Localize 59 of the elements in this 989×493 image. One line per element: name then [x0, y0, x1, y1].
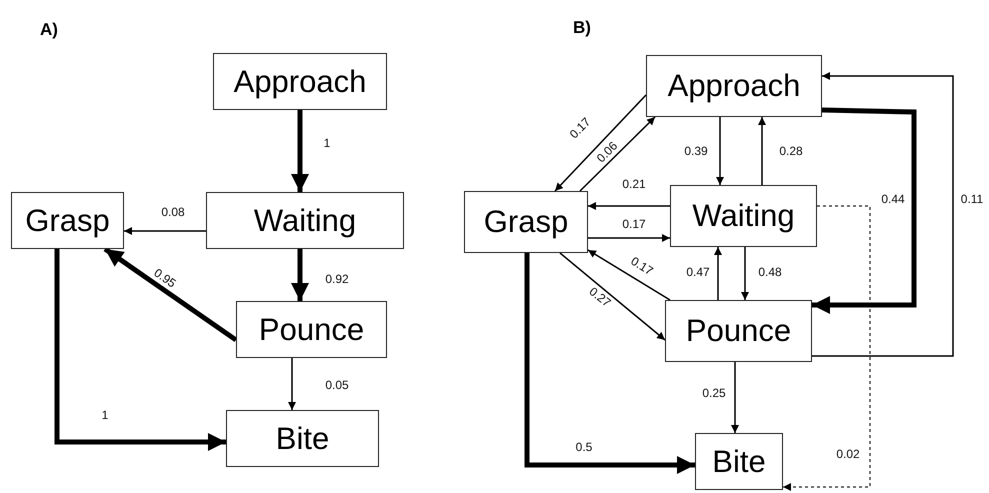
- arrow: [758, 117, 766, 185]
- arrow: [812, 108, 916, 314]
- edge-label: 1: [322, 136, 332, 150]
- arrow: [716, 117, 724, 185]
- arrow: [524, 253, 695, 474]
- state-box: [695, 433, 783, 490]
- arrow: [554, 94, 647, 192]
- state-label: Waiting: [254, 202, 356, 238]
- state-box: [646, 55, 822, 117]
- edge-label: 1: [100, 408, 110, 422]
- arrow: [812, 72, 954, 357]
- arrow: [291, 249, 309, 301]
- state-box: [226, 410, 379, 467]
- edge-label: 0.48: [757, 265, 783, 279]
- arrow: [124, 227, 206, 235]
- arrow: [288, 358, 296, 410]
- state-box: [213, 53, 387, 110]
- arrow: [54, 249, 226, 451]
- arrow: [579, 116, 656, 192]
- panel-label: B): [573, 18, 591, 38]
- panel-label: A): [40, 20, 58, 40]
- state-label: Approach: [668, 68, 800, 104]
- arrow: [741, 247, 749, 300]
- edge-label: 0.39: [683, 144, 709, 158]
- edge-label: 0.5: [574, 440, 594, 454]
- state-box: [236, 301, 387, 358]
- state-label: Pounce: [258, 312, 364, 348]
- edge-label: 0.08: [160, 205, 186, 219]
- state-box: [206, 192, 404, 249]
- state-box: [11, 192, 124, 249]
- edge-label: 0.11: [960, 192, 984, 206]
- state-label: Bite: [276, 420, 330, 456]
- arrow: [104, 246, 238, 342]
- state-label: Pounce: [686, 313, 792, 349]
- edge-label: 0.05: [324, 378, 350, 392]
- state-label: Bite: [712, 444, 766, 480]
- arrow: [714, 247, 722, 300]
- edge-label: 0.21: [621, 177, 647, 191]
- edge-label: 0.92: [324, 272, 350, 286]
- state-label: Grasp: [25, 202, 110, 238]
- state-label: Waiting: [692, 198, 795, 234]
- edge-label: 0.28: [778, 144, 804, 158]
- edge-label: 0.02: [835, 447, 861, 461]
- edge-label: 0.47: [685, 265, 711, 279]
- state-label: Grasp: [484, 204, 568, 240]
- arrow: [731, 362, 739, 433]
- edge-label: 0.44: [880, 192, 906, 206]
- arrow: [291, 110, 309, 192]
- edge-label: 0.17: [621, 217, 647, 231]
- arrow: [782, 206, 870, 491]
- arrow: [560, 252, 666, 341]
- state-box: [665, 300, 812, 362]
- edge-label: 0.25: [701, 386, 727, 400]
- state-label: Approach: [234, 64, 366, 100]
- state-box: [670, 185, 817, 247]
- arrow: [588, 249, 670, 301]
- arrow: [588, 234, 670, 242]
- arrow: [588, 202, 670, 210]
- state-box: [464, 191, 588, 253]
